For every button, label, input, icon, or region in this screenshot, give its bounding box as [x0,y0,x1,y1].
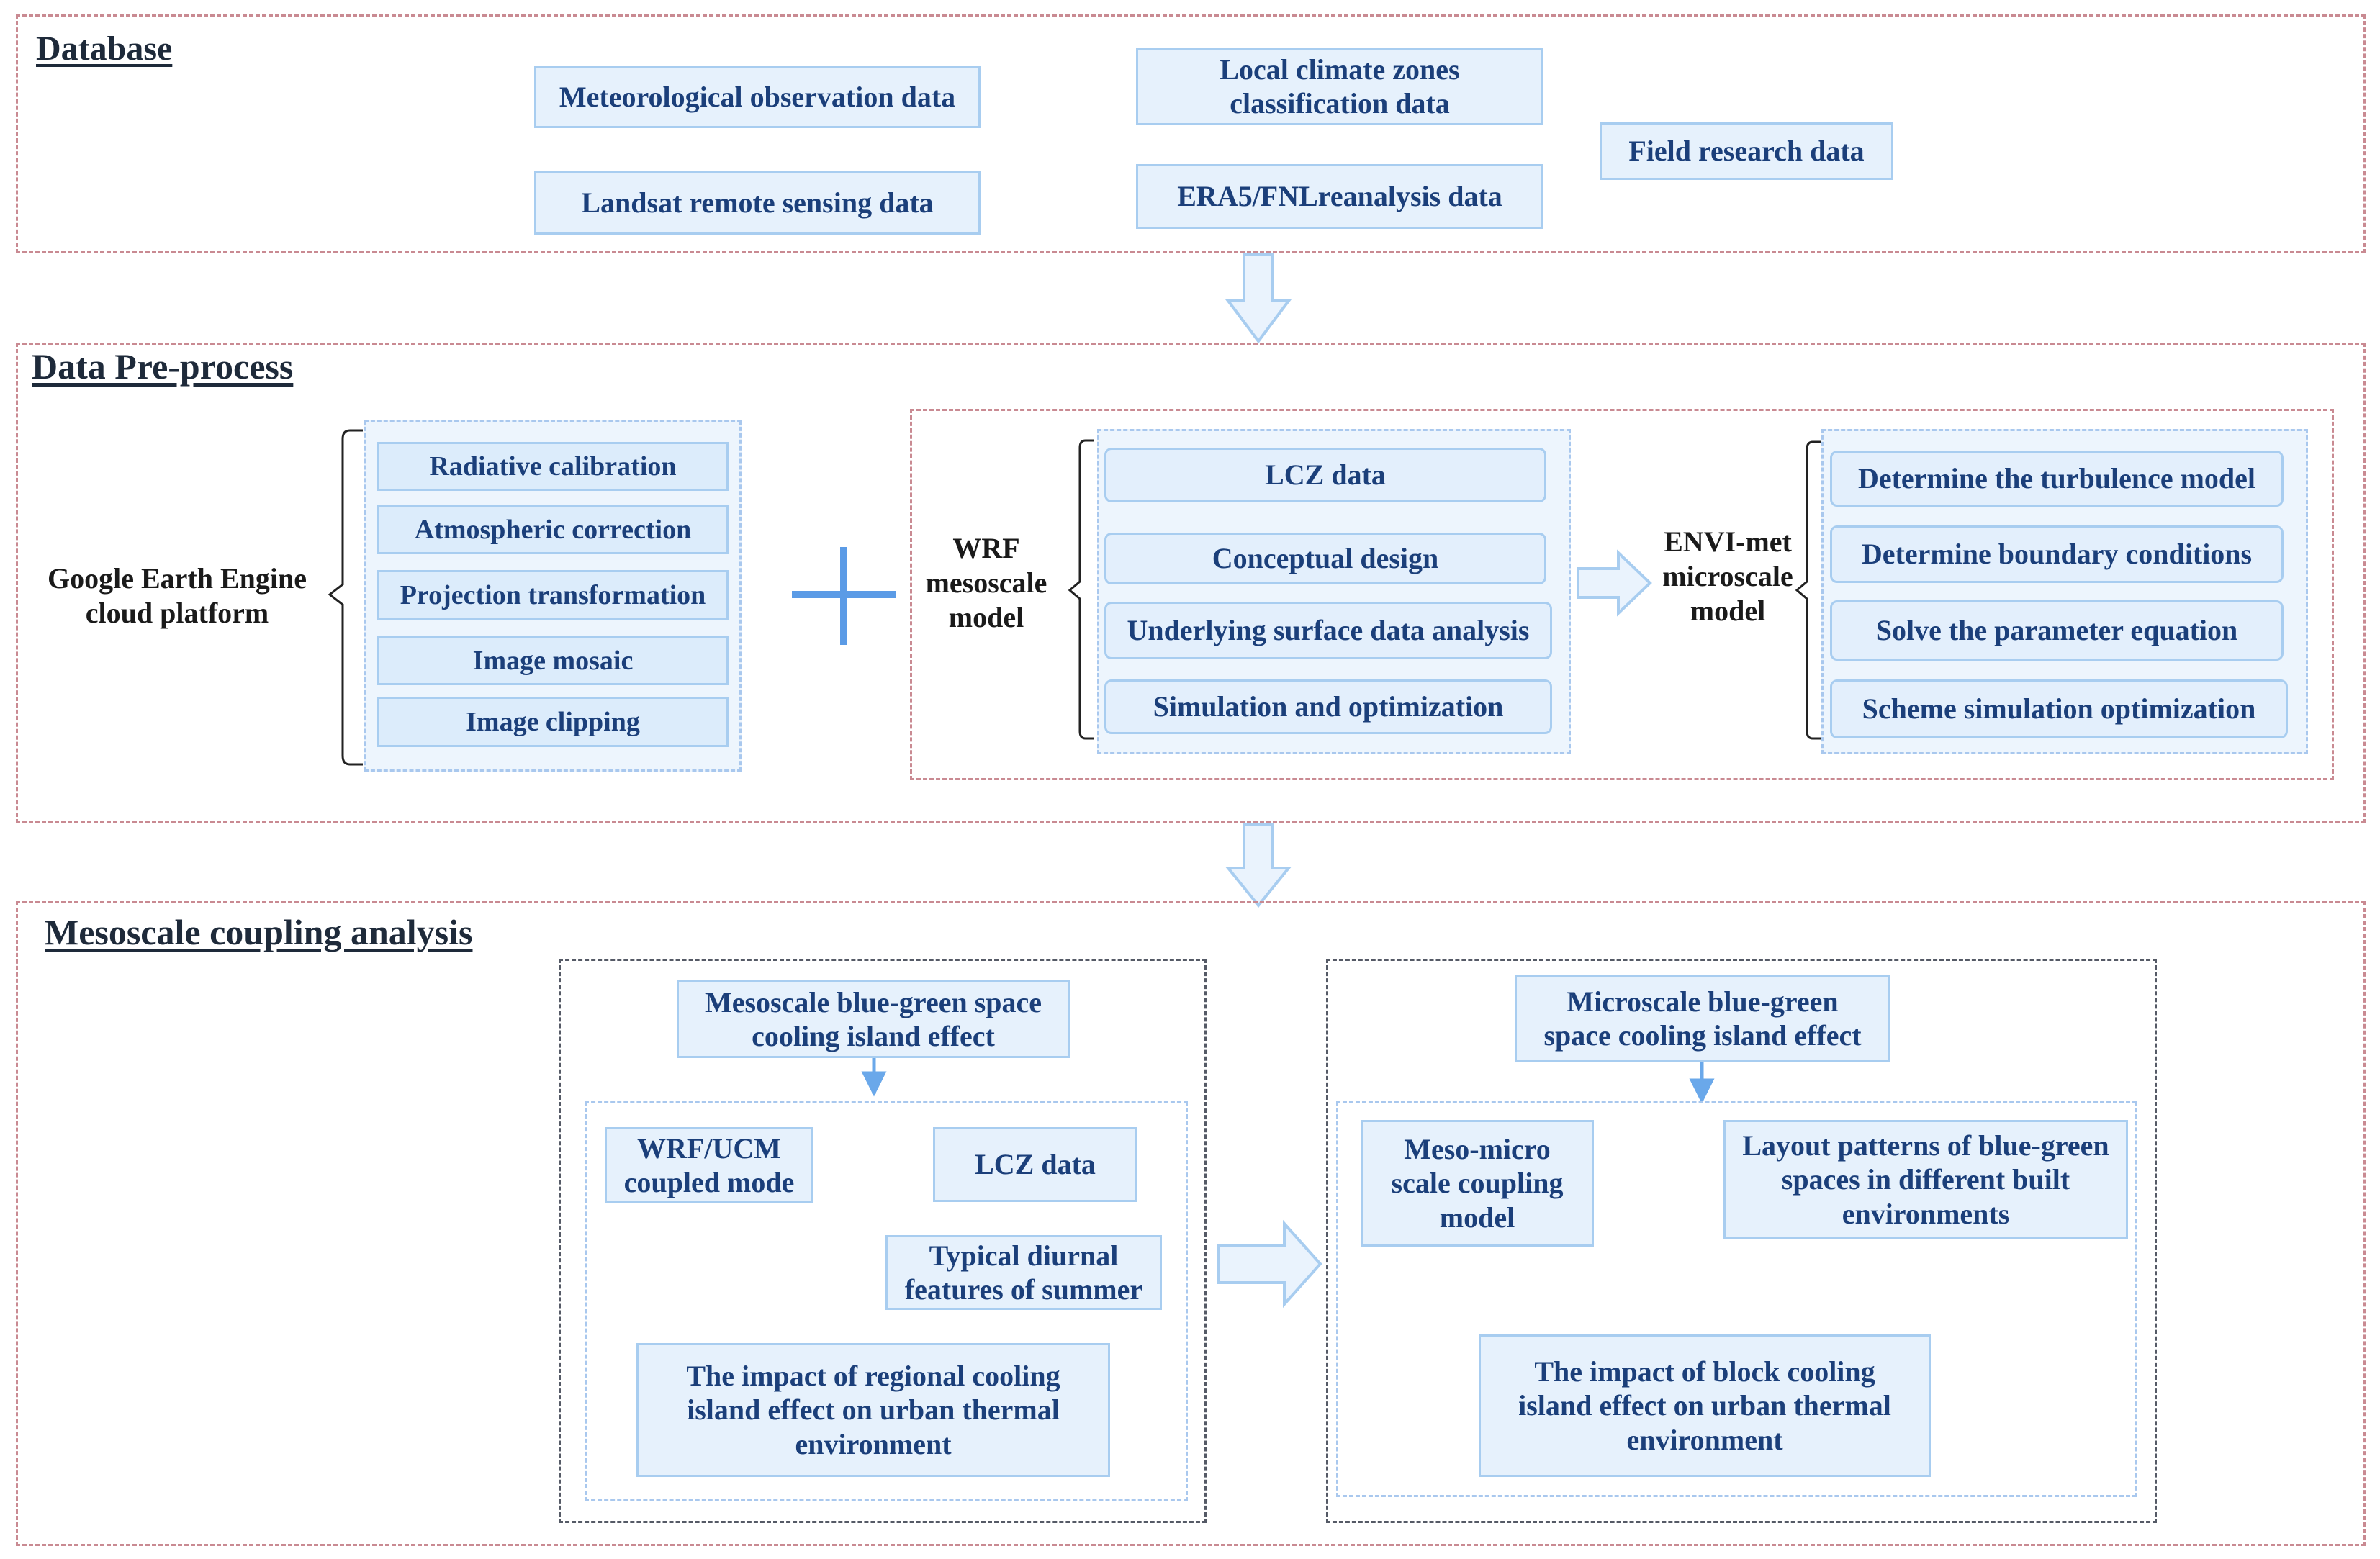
database-heading: Database [36,30,173,68]
micro-panel [1326,959,2157,1523]
brace-wrf [1068,439,1094,740]
envi-label: ENVI-met microscale model [1662,525,1793,627]
gee-label: Google Earth Engine cloud platform [47,562,307,629]
boundary-conditions-box: Determine boundary conditions [1830,525,2284,583]
era5-data-box: ERA5/FNLreanalysis data [1136,164,1543,229]
preprocess-heading: Data Pre-process [32,346,294,387]
brace-envi [1795,440,1821,740]
regional-impact-box: The impact of regional cooling island ef… [636,1343,1110,1477]
scheme-simulation-box: Scheme simulation optimization [1830,679,2288,738]
meso-micro-model-box: Meso-micro scale coupling model [1361,1120,1594,1247]
diurnal-features-box: Typical diurnal features of summer [885,1235,1162,1310]
underlying-surface-box: Underlying surface data analysis [1104,602,1552,659]
micro-title-box: Microscale blue-green space cooling isla… [1515,975,1890,1062]
lcz-data-box: LCZ data [1104,448,1546,502]
projection-transformation-box: Projection transformation [377,570,729,620]
plus-icon [792,547,896,645]
wrf-label: WRF mesoscale model [925,532,1047,633]
image-clipping-box: Image clipping [377,697,729,747]
field-research-data-box: Field research data [1600,122,1893,180]
landsat-data-box: Landsat remote sensing data [534,171,981,235]
coupling-section [16,901,2366,1546]
parameter-equation-box: Solve the parameter equation [1830,600,2284,661]
turbulence-model-box: Determine the turbulence model [1830,451,2284,507]
meteorological-data-box: Meteorological observation data [534,66,981,128]
models-group [910,409,2334,780]
arrow-preprocess-to-coupling [1225,823,1292,908]
simulation-optimization-box: Simulation and optimization [1104,679,1552,734]
meso-lcz-box: LCZ data [933,1127,1137,1202]
arrow-database-to-preprocess [1225,253,1292,344]
arrow-wrf-to-envi [1577,549,1652,617]
atmospheric-correction-box: Atmospheric correction [377,505,729,554]
coupling-heading: Mesoscale coupling analysis [45,912,473,952]
radiative-calibration-box: Radiative calibration [377,442,729,491]
meso-title-box: Mesoscale blue-green space cooling islan… [677,980,1070,1058]
block-impact-box: The impact of block cooling island effec… [1479,1334,1931,1477]
lcz-classification-data-box: Local climate zones classification data [1136,48,1543,125]
wrf-ucm-box: WRF/UCM coupled mode [605,1127,813,1203]
brace-gee [328,429,363,766]
database-section [16,14,2366,253]
layout-patterns-box: Layout patterns of blue-green spaces in … [1723,1120,2128,1239]
preprocess-section [16,343,2366,823]
conceptual-design-box: Conceptual design [1104,533,1546,584]
meso-panel [559,959,1207,1523]
image-mosaic-box: Image mosaic [377,636,729,685]
arrow-meso-to-micro [1217,1219,1322,1309]
